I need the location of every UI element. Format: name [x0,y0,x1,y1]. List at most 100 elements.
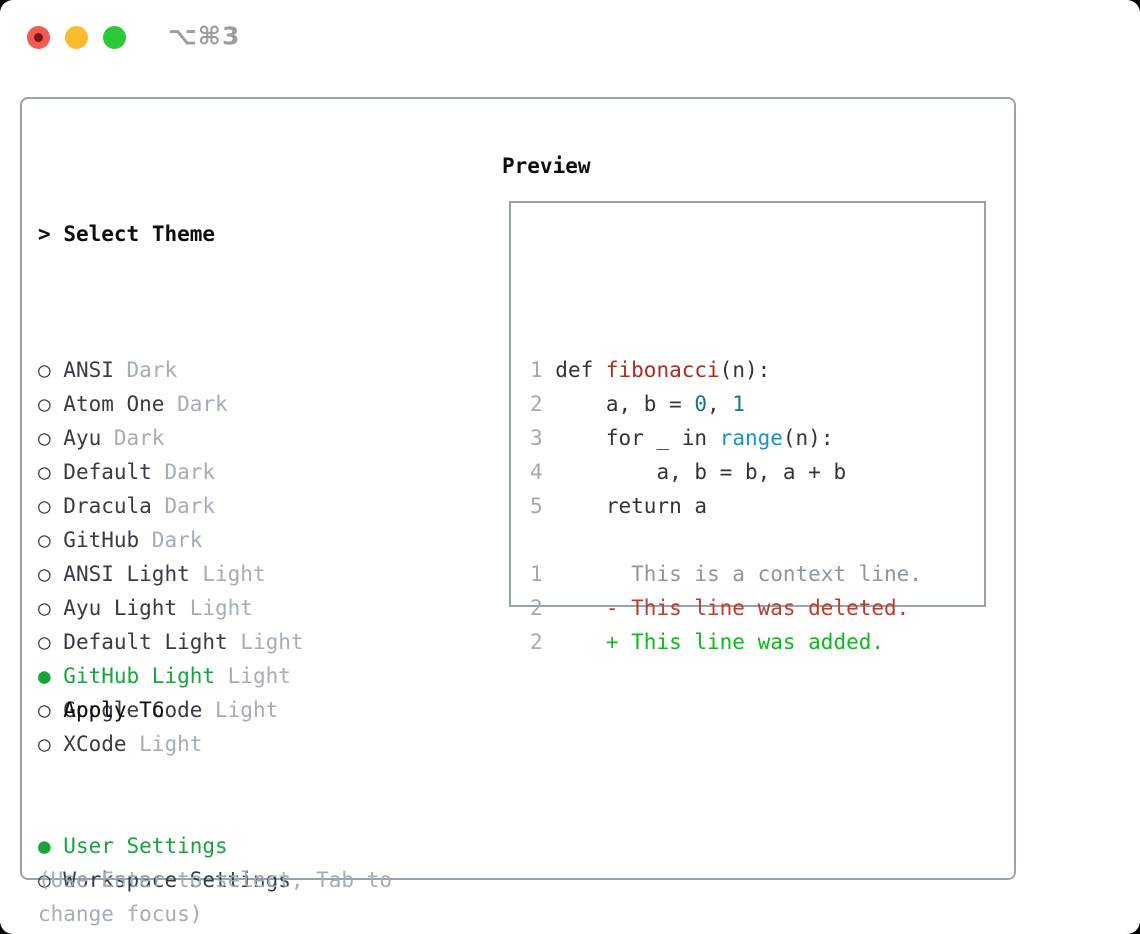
theme-name: Atom One [63,392,165,416]
radio-selected-icon: ● [38,664,64,688]
theme-name: ANSI Light [63,562,190,586]
radio-selected-icon: ● [38,834,64,858]
theme-option-default[interactable]: ○ Default Dark [38,455,304,489]
radio-icon: ○ [38,630,64,654]
select-theme-label: Select Theme [63,222,216,246]
code-token: (n): [719,358,771,382]
theme-option-github-light[interactable]: ● GitHub Light Light [38,659,304,693]
theme-variant: Dark [151,460,216,484]
radio-icon: ○ [38,596,64,620]
theme-variant: Dark [113,358,178,382]
theme-variant: Light [215,664,291,688]
line-number: 3 [530,426,543,450]
theme-option-ayu-light[interactable]: ○ Ayu Light Light [38,591,304,625]
apply-option-user-settings[interactable]: ● User Settings [38,829,291,863]
code-token: a, b = b, a + b [542,460,847,484]
radio-icon: ○ [38,494,64,518]
theme-name: Ayu Light [63,596,178,620]
theme-name: Default [63,460,152,484]
code-token: 1 [732,392,745,416]
apply-option-workspace-settings[interactable]: ○ Workspace Settings [38,863,291,897]
code-line: 2 - This line was deleted. [530,591,922,625]
apply-to-label: Apply To [63,698,165,722]
line-number: 1 [530,358,543,382]
radio-icon: ○ [38,528,64,552]
code-token: fibonacci [605,358,720,382]
theme-variant: Dark [139,528,203,552]
theme-option-dracula[interactable]: ○ Dracula Dark [38,489,304,523]
theme-option-github[interactable]: ○ GitHub Dark [38,523,304,557]
help-text: (Use Enter to select, Tab to change focus… [38,761,392,931]
theme-variant: Light [202,698,279,722]
theme-picker-panel: > Select Theme ○ ANSI Dark○ Atom One Dar… [20,97,1016,926]
theme-name: Dracula [63,494,152,518]
code-line: 2 a, b = 0, 1 [530,387,922,421]
code-token: - This line was deleted. [605,596,910,620]
line-number: 2 [530,392,543,416]
theme-option-ansi[interactable]: ○ ANSI Dark [38,353,304,387]
radio-icon: ○ [38,426,64,450]
code-line: 4 a, b = b, a + b [530,455,922,489]
theme-variant: Light [177,596,253,620]
code-token: a, b = [542,392,695,416]
theme-variant: Light [227,630,304,654]
help-line: (Use Enter to select, Tab to [38,868,393,892]
code-line: 3 for _ in range(n): [530,421,922,455]
theme-variant: Dark [164,392,228,416]
code-token: + This line was added. [605,630,885,654]
theme-option-atom-one[interactable]: ○ Atom One Dark [38,387,304,421]
titlebar: ⌥⌘3 [0,0,1140,74]
radio-icon: ○ [38,392,64,416]
code-token: , [707,392,733,416]
radio-icon: ○ [38,732,64,756]
help-line: change focus) [38,902,203,926]
theme-option-ayu[interactable]: ○ Ayu Dark [38,421,304,455]
line-number: 1 [530,562,543,586]
theme-name: GitHub Light [63,664,216,688]
apply-to-section: Apply To ● User Settings○ Workspace Sett… [38,625,291,897]
zoom-button[interactable] [103,26,126,49]
close-button[interactable] [27,26,50,49]
radio-icon: ○ [38,698,64,722]
theme-name: Google Code [63,698,203,722]
radio-icon: ○ [38,460,64,484]
code-token [543,596,606,620]
apply-to-header: Apply To [38,693,291,727]
theme-variant: Dark [151,494,216,518]
line-number: 5 [530,494,543,518]
apply-option-name: User Settings [63,834,228,858]
code-line: 2 + This line was added. [530,625,922,659]
line-number [530,528,543,552]
radio-icon: ○ [38,562,64,586]
theme-variant: Light [126,732,203,756]
minimize-button[interactable] [65,26,88,49]
theme-name: Default Light [63,630,228,654]
code-line: 1 This is a context line. [530,557,922,591]
code-token [543,630,606,654]
theme-name: ANSI [63,358,114,382]
radio-icon: ○ [38,868,64,892]
code-line: 1 def fibonacci(n): [530,353,922,387]
select-theme-header: > Select Theme [38,217,304,251]
line-number: 2 [530,596,543,620]
code-token: def [542,358,606,382]
code-token: return a [542,494,708,518]
line-number: 4 [530,460,543,484]
line-number: 2 [530,630,543,654]
window-title: ⌥⌘3 [168,21,241,51]
theme-variant: Dark [101,426,165,450]
code-token: (n): [782,426,834,450]
theme-option-default-light[interactable]: ○ Default Light Light [38,625,304,659]
theme-option-google-code[interactable]: ○ Google Code Light [38,693,304,727]
code-token: range [719,426,783,450]
theme-option-ansi-light[interactable]: ○ ANSI Light Light [38,557,304,591]
radio-icon: ○ [38,358,64,382]
cursor-icon: > [38,222,51,246]
apply-option-name: Workspace Settings [63,868,291,892]
theme-list: > Select Theme ○ ANSI Dark○ Atom One Dar… [38,149,304,761]
theme-option-xcode[interactable]: ○ XCode Light [38,727,304,761]
code-line: 5 return a [530,489,922,523]
